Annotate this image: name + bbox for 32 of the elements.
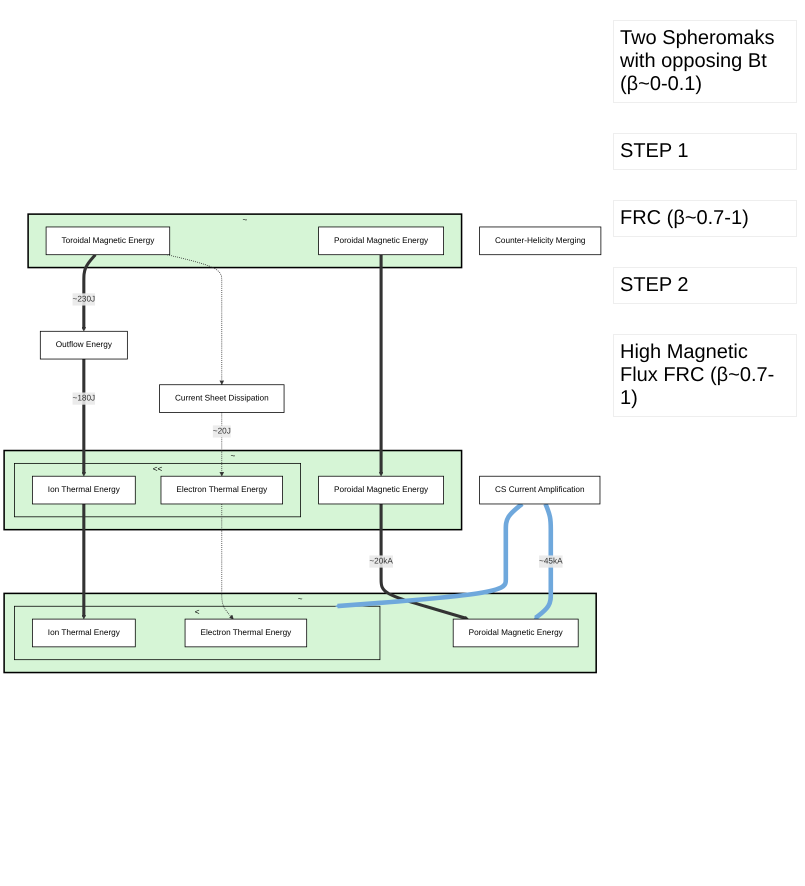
note-text: High Magnetic Flux FRC (β~0.7-1) <box>613 334 797 417</box>
arrow <box>380 504 469 620</box>
edge-label: ~230J <box>72 294 96 304</box>
edge-label: ~45kA <box>539 556 563 566</box>
note-text: FRC (β~0.7-1) <box>613 200 797 237</box>
arrow <box>166 254 224 385</box>
note-text: STEP 2 <box>613 267 797 304</box>
arrow <box>82 358 86 476</box>
node-box: Toroidal Magnetic Energy <box>46 226 170 255</box>
edge-label: ~20J <box>212 426 231 436</box>
arrow <box>220 412 224 476</box>
node-box: Poroidal Magnetic Energy <box>318 476 444 504</box>
node-box: Electron Thermal Energy <box>160 476 283 504</box>
node-box: Ion Thermal Energy <box>32 476 136 504</box>
note-text: Two Spheromaks with opposing Bt (β~0-0.1) <box>613 20 797 103</box>
arrow <box>335 502 524 608</box>
arrow <box>378 254 384 476</box>
arrow <box>82 253 97 332</box>
arrow <box>221 503 234 619</box>
node-box: Poroidal Magnetic Energy <box>452 618 579 647</box>
node-box: Current Sheet Dissipation <box>159 384 284 413</box>
edge-label: ~180J <box>72 394 96 402</box>
node-box: Counter-Helicity Merging <box>479 226 602 255</box>
note-text: STEP 1 <box>613 133 797 170</box>
node-box: Electron Thermal Energy <box>184 618 308 647</box>
node-box: Outflow Energy <box>40 330 128 360</box>
node-box: Ion Thermal Energy <box>32 618 136 647</box>
arrow <box>82 504 86 619</box>
arrow <box>534 502 554 620</box>
node-box: CS Current Amplification <box>479 476 600 504</box>
node-box: Poroidal Magnetic Energy <box>318 226 444 255</box>
edge-label: ~20kA <box>369 556 393 566</box>
